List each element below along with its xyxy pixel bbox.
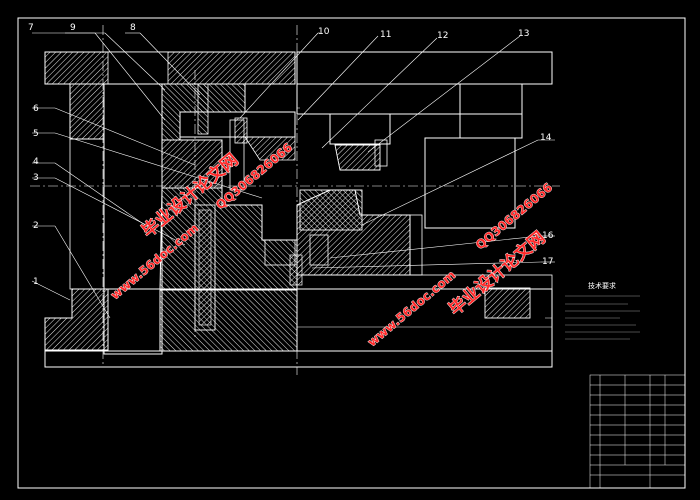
title-block [589, 374, 686, 489]
bottom-clamp-plate [44, 274, 553, 368]
dimension-lines [297, 107, 552, 328]
callout-5: 5 [33, 129, 39, 139]
drawing-frame [17, 17, 686, 489]
callout-9: 9 [70, 23, 76, 33]
callout-2: 2 [33, 221, 39, 231]
callout-8: 8 [130, 23, 136, 33]
callout-7: 7 [28, 23, 34, 33]
leader-lines [31, 32, 555, 319]
technical-requirements: 技术要求 [565, 281, 640, 340]
callout-3: 3 [33, 173, 39, 183]
callout-13: 13 [518, 29, 529, 39]
callout-11: 11 [380, 30, 391, 40]
callout-16: 16 [542, 231, 554, 241]
technical-requirements-title: 技术要求 [588, 281, 616, 290]
moving-core-region [159, 119, 423, 291]
callout-14: 14 [540, 133, 552, 143]
callout-12: 12 [437, 31, 448, 41]
callout-10: 10 [318, 27, 330, 37]
top-clamp-plate [44, 51, 553, 85]
callout-17: 17 [542, 257, 553, 267]
callout-labels: 7 9 8 10 11 12 13 6 5 4 3 2 1 14 16 17 [28, 23, 554, 287]
watermark-site-2: www.56doc.com [365, 268, 458, 350]
callout-1: 1 [33, 277, 39, 287]
callout-4: 4 [33, 157, 39, 167]
callout-6: 6 [33, 104, 39, 114]
